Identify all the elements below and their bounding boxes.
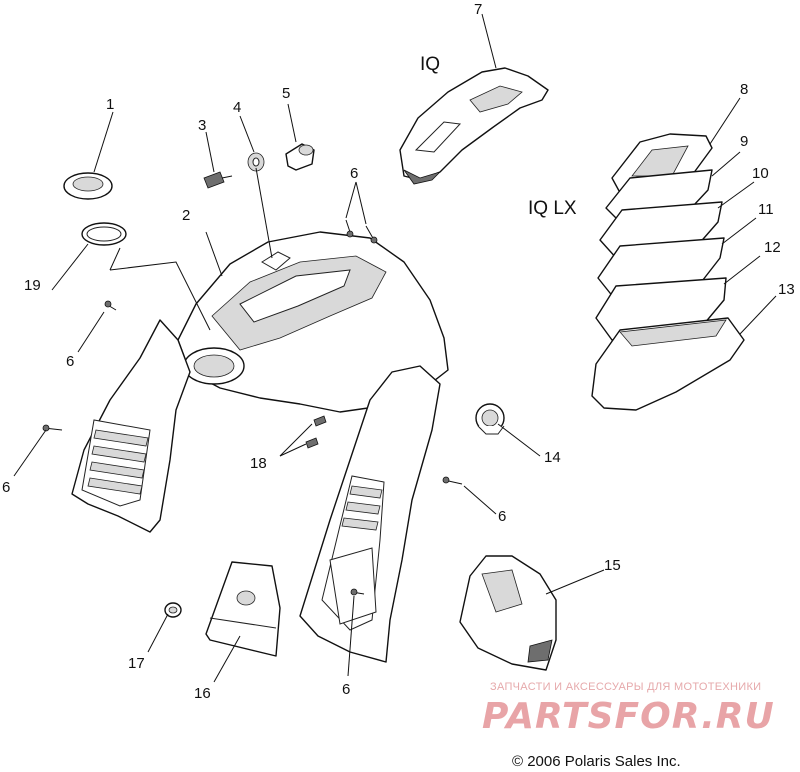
callout-15: 15 [604, 557, 621, 574]
part-13-plate [591, 317, 745, 411]
callout-5: 5 [282, 85, 290, 102]
callout-3: 3 [198, 117, 206, 134]
callout-6-bottom: 6 [342, 681, 350, 698]
callout-14: 14 [544, 449, 561, 466]
part-3-clip [203, 171, 233, 189]
part-6-screws [42, 219, 463, 596]
callout-6-right: 6 [498, 508, 506, 525]
callout-labels: 1 2 3 4 5 6 6 6 6 6 7 8 9 10 11 12 13 14… [2, 1, 795, 702]
part-17-plug [164, 602, 182, 618]
part-4-nut [247, 152, 265, 172]
callout-8: 8 [740, 81, 748, 98]
right-vent-louvers [341, 485, 383, 531]
part-16-panel [205, 561, 281, 657]
callout-6-top: 6 [350, 165, 358, 182]
callout-7: 7 [474, 1, 482, 18]
watermark-brand: PARTSFOR.RU [482, 696, 775, 737]
part-19-ring [81, 222, 127, 246]
callout-2: 2 [182, 207, 190, 224]
callout-1: 1 [106, 96, 114, 113]
part-14-bezel [475, 403, 505, 435]
part-15-housing [459, 555, 557, 671]
part-2-hood [177, 231, 449, 413]
part-5-knob [285, 143, 315, 171]
right-side-panel [299, 365, 441, 663]
callout-16: 16 [194, 685, 211, 702]
leader-lines [13, 13, 777, 683]
variant-label-iq-lx: IQ LX [528, 198, 577, 219]
part-7-iq-cover [399, 67, 549, 185]
callout-4: 4 [233, 99, 241, 116]
watermark: ЗАПЧАСТИ И АКСЕССУАРЫ ДЛЯ МОТОТЕХНИКИ PA… [482, 681, 775, 737]
callout-6-far-left: 6 [2, 479, 10, 496]
part-1-grommet [63, 172, 113, 200]
callout-6-left: 6 [66, 353, 74, 370]
callout-17: 17 [128, 655, 145, 672]
callout-10: 10 [752, 165, 769, 182]
callout-9: 9 [740, 133, 748, 150]
copyright-notice: © 2006 Polaris Sales Inc. [512, 753, 681, 770]
left-vent-louvers [87, 429, 149, 495]
watermark-tagline: ЗАПЧАСТИ И АКСЕССУАРЫ ДЛЯ МОТОТЕХНИКИ [490, 681, 761, 693]
callout-19: 19 [24, 277, 41, 294]
left-side-panel [71, 319, 191, 533]
part-18-rivets [305, 415, 327, 449]
callout-13: 13 [778, 281, 795, 298]
callout-12: 12 [764, 239, 781, 256]
variant-label-iq: IQ [420, 54, 440, 75]
callout-18: 18 [250, 455, 267, 472]
callout-11: 11 [758, 201, 774, 218]
